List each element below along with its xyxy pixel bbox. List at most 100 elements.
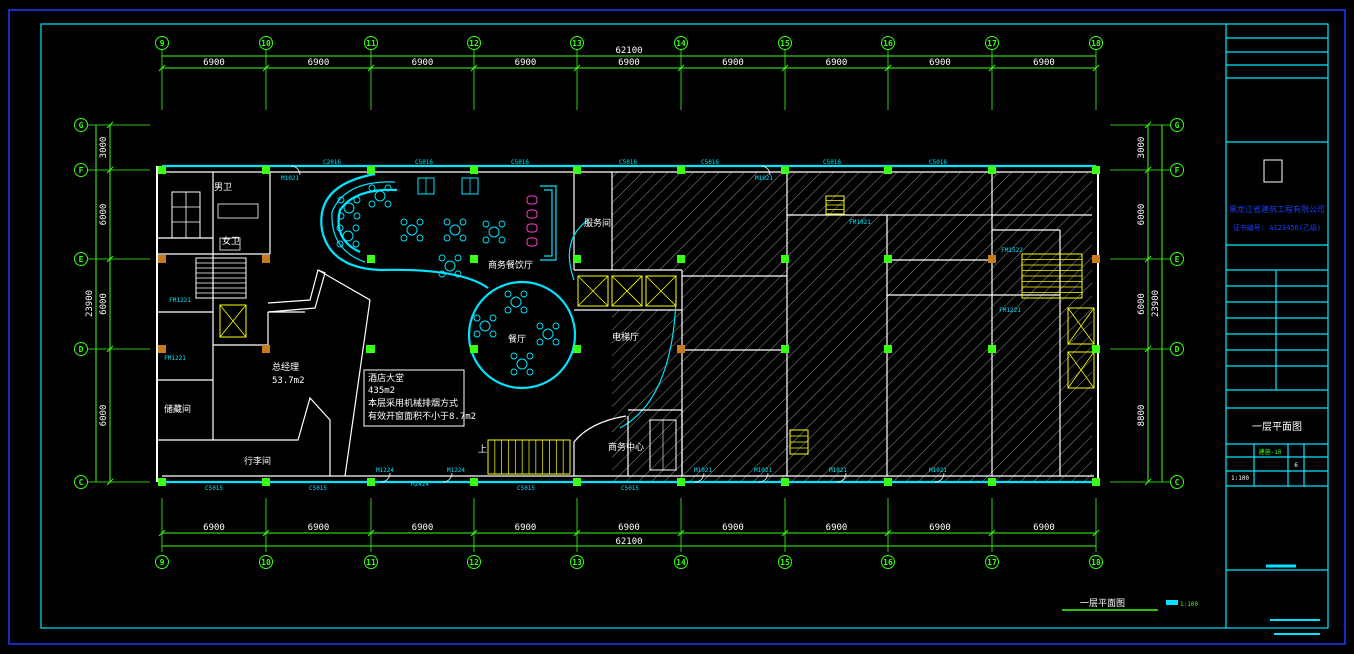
dimension-span: 6000 bbox=[99, 204, 109, 226]
axis-label-bottom: 13 bbox=[572, 558, 582, 567]
column bbox=[884, 255, 892, 263]
axis-label-bottom: 15 bbox=[780, 558, 790, 567]
axis-label-bottom: 10 bbox=[261, 558, 271, 567]
label-elevator-hall: 电梯厅 bbox=[612, 331, 639, 343]
label-restaurant: 餐厅 bbox=[508, 333, 526, 345]
title-drawing-name: 一层平面图 bbox=[1252, 421, 1302, 433]
title-scale: 1:100 bbox=[1231, 475, 1249, 482]
axis-bubble-top bbox=[881, 36, 895, 50]
door-tag: M2424 bbox=[411, 481, 429, 488]
column bbox=[158, 166, 166, 174]
booth-table bbox=[461, 177, 479, 195]
window-tag-top: C5016 bbox=[929, 159, 947, 166]
dimension-span: 8800 bbox=[1137, 405, 1147, 427]
axis-bubble-top bbox=[155, 36, 169, 50]
dimension-span: 6900 bbox=[929, 58, 951, 68]
door-swing bbox=[758, 472, 769, 483]
column bbox=[884, 478, 892, 486]
dimension-span: 6000 bbox=[1137, 293, 1147, 315]
lobby-info-box bbox=[363, 369, 465, 427]
axis-label-left: F bbox=[79, 166, 84, 175]
column bbox=[781, 255, 789, 263]
dimension-span: 6900 bbox=[826, 523, 848, 533]
axis-bubble-left bbox=[74, 342, 88, 356]
column bbox=[677, 166, 685, 174]
door-tag: FM1021 bbox=[849, 219, 871, 226]
dimension-span: 3000 bbox=[99, 137, 109, 159]
column bbox=[262, 478, 270, 486]
label-business-dining: 商务餐饮厅 bbox=[488, 259, 533, 271]
dimension-span: 6900 bbox=[722, 523, 744, 533]
column bbox=[470, 166, 478, 174]
door-swing bbox=[442, 472, 453, 483]
axis-label-bottom: 17 bbox=[987, 558, 997, 567]
axis-label-left: D bbox=[79, 345, 84, 354]
dimension-total: 23900 bbox=[1151, 290, 1161, 317]
dining-table bbox=[438, 254, 462, 278]
window-tag-top: C5016 bbox=[701, 159, 719, 166]
axis-label-bottom: 16 bbox=[883, 558, 893, 567]
axis-bubble-bottom bbox=[778, 555, 792, 569]
window-tag-top: C2016 bbox=[323, 159, 341, 166]
axis-label-top: 13 bbox=[572, 39, 582, 48]
dining-table bbox=[510, 352, 534, 376]
column bbox=[988, 166, 996, 174]
axis-bubble-top bbox=[1089, 36, 1103, 50]
door-tag: FM1522 bbox=[1001, 247, 1023, 254]
axis-label-top: 9 bbox=[160, 39, 165, 48]
column bbox=[1092, 166, 1100, 174]
column bbox=[573, 478, 581, 486]
column bbox=[573, 345, 581, 353]
door-swing bbox=[694, 472, 705, 483]
window-tag-top: C5016 bbox=[511, 159, 529, 166]
axis-label-bottom: 11 bbox=[366, 558, 376, 567]
lounge-chair bbox=[526, 237, 538, 247]
column bbox=[158, 478, 166, 486]
columns bbox=[158, 166, 1100, 486]
dining-table bbox=[400, 218, 424, 242]
column bbox=[262, 345, 270, 353]
dining-table bbox=[473, 314, 497, 338]
label-up: 上 bbox=[478, 444, 487, 455]
window-tag-bottom: C5015 bbox=[205, 485, 223, 492]
column bbox=[781, 345, 789, 353]
axis-bubble-bottom bbox=[467, 555, 481, 569]
toilet-stalls bbox=[171, 191, 259, 251]
column bbox=[781, 166, 789, 174]
tables bbox=[336, 177, 560, 376]
plan-caption-text: 一层平面图 bbox=[1080, 598, 1125, 609]
label-toilet-f: 女卫 bbox=[222, 235, 240, 247]
column bbox=[470, 255, 478, 263]
drawing-frame bbox=[40, 23, 1329, 629]
axis-bubble-bottom bbox=[570, 555, 584, 569]
column bbox=[158, 345, 166, 353]
dimension-span: 6900 bbox=[826, 58, 848, 68]
axis-label-left: C bbox=[79, 478, 84, 487]
axis-bubble-right bbox=[1170, 342, 1184, 356]
plan-caption: 一层平面图 1:100 bbox=[1062, 598, 1198, 611]
axis-bubble-right bbox=[1170, 475, 1184, 489]
dining-table bbox=[536, 322, 560, 346]
window-tag-bottom: C5015 bbox=[309, 485, 327, 492]
axis-bubble-bottom bbox=[674, 555, 688, 569]
axis-bubble-top bbox=[985, 36, 999, 50]
axis-label-top: 12 bbox=[469, 39, 479, 48]
outer-frame bbox=[8, 9, 1346, 645]
column bbox=[262, 166, 270, 174]
dimension-span: 6900 bbox=[929, 523, 951, 533]
dimension-span: 6900 bbox=[722, 58, 744, 68]
door-tag: M1224 bbox=[447, 467, 465, 474]
axis-bubble-top bbox=[570, 36, 584, 50]
dining-table bbox=[443, 218, 467, 242]
axis-label-left: E bbox=[79, 255, 84, 264]
label-lobby-note-1: 本层采用机械排烟方式 bbox=[368, 397, 458, 409]
dimension-span: 6900 bbox=[203, 523, 225, 533]
axis-bubble-left bbox=[74, 475, 88, 489]
dimension-span: 6000 bbox=[99, 405, 109, 427]
conference-table bbox=[649, 419, 677, 471]
label-baggage: 行李间 bbox=[244, 455, 271, 467]
